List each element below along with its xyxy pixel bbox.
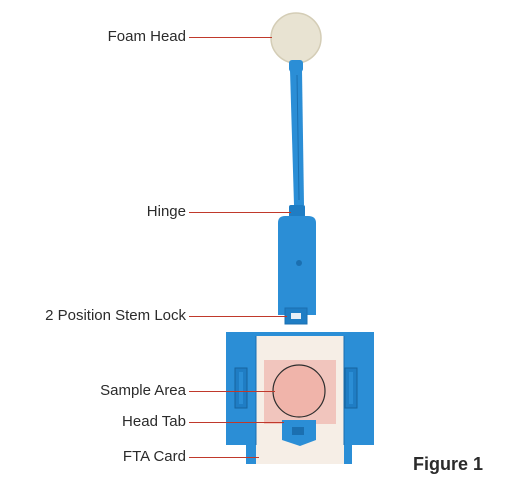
- leader-sample-area: [189, 391, 275, 392]
- leader-head-tab: [189, 422, 284, 423]
- leader-fta-card: [189, 457, 259, 458]
- foam-head: [270, 12, 322, 64]
- figure-caption: Figure 1: [413, 454, 484, 474]
- leader-stem-lock: [189, 316, 287, 317]
- label-foam-head: Foam Head: [107, 28, 186, 45]
- stem-upper: [290, 70, 304, 205]
- stem-hole: [296, 260, 302, 266]
- leader-hinge: [189, 212, 291, 213]
- label-fta-card: FTA Card: [122, 448, 186, 465]
- foam-head-neck: [289, 60, 303, 72]
- label-sample-area: Sample Area: [100, 382, 186, 399]
- label-head-tab: Head Tab: [122, 413, 186, 430]
- hinge: [289, 205, 305, 219]
- sample-circle: [272, 364, 326, 418]
- label-stem-lock: 2 Position Stem Lock: [45, 307, 186, 324]
- label-hinge: Hinge: [146, 203, 186, 220]
- stem-lower: [278, 216, 316, 315]
- stem-groove: [296, 74, 300, 201]
- leader-foam-head: [189, 37, 272, 38]
- stem-lock-slot: [291, 313, 301, 319]
